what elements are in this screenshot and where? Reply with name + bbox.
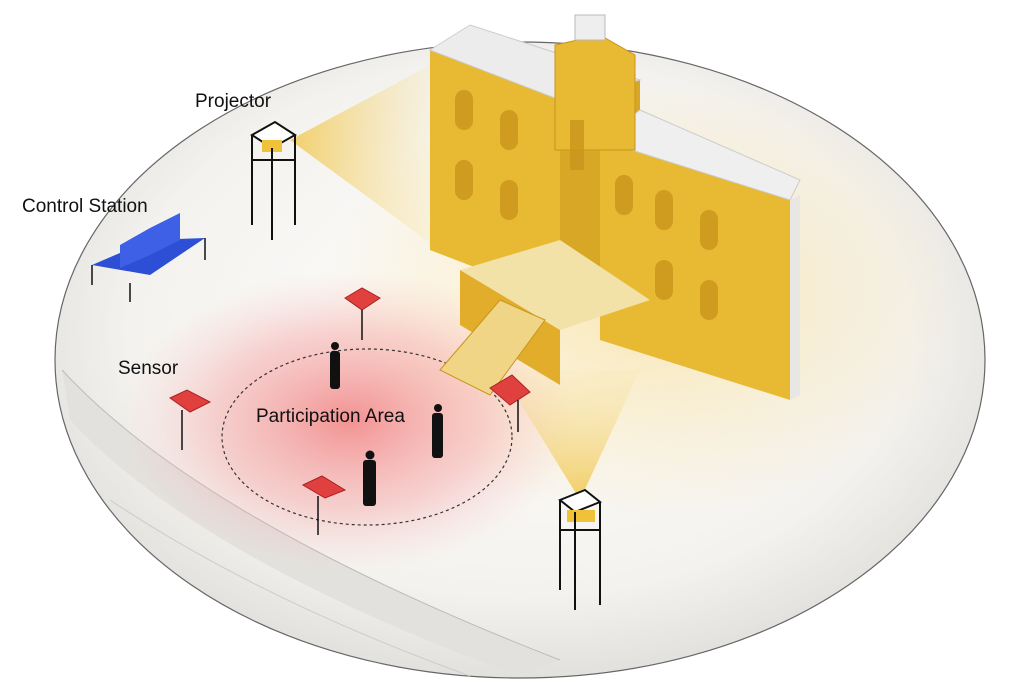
control-station: [91, 213, 206, 302]
building: [428, 14, 801, 400]
sensor-label: Sensor: [118, 358, 179, 379]
projector-bottom: [558, 488, 602, 610]
control-station-label: Control Station: [22, 196, 148, 217]
sensor: [169, 389, 212, 450]
sensor: [301, 475, 347, 535]
ground-edge: [62, 370, 560, 676]
projector-top: [250, 120, 297, 240]
sensor: [344, 287, 381, 340]
participation-area-boundary: [221, 348, 513, 526]
person-icon: [363, 450, 376, 506]
projection-beam-bottom: [500, 370, 640, 500]
person-icon: [330, 342, 340, 389]
projector-label: Projector: [195, 91, 272, 112]
projection-beam-top: [290, 60, 440, 250]
person-icon: [432, 404, 443, 458]
sensor: [489, 374, 531, 432]
participation-area-label: Participation Area: [256, 406, 405, 427]
